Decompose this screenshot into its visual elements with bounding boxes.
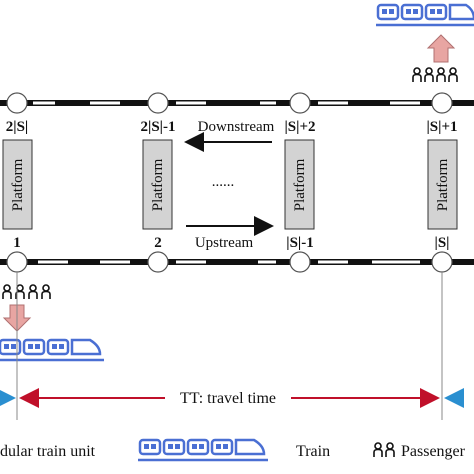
train-icon-bottom xyxy=(0,338,104,362)
station-label-bottom-4: |S| xyxy=(435,235,450,251)
legend-train-label: Train xyxy=(296,443,330,460)
train-icon-top xyxy=(376,3,474,27)
station-label-bottom-3: |S|-1 xyxy=(286,235,313,251)
station-node-bottom-4 xyxy=(431,251,453,273)
passenger-group-top xyxy=(412,67,458,83)
legend-passenger-icon xyxy=(373,442,395,458)
station-label-bottom-2: 2 xyxy=(154,235,162,251)
board-arrow-icon xyxy=(426,34,456,63)
station-label-top-2: 2|S|-1 xyxy=(141,119,176,135)
platform-label: Platform xyxy=(435,158,451,211)
station-node-bottom-2 xyxy=(147,251,169,273)
platform-label: Platform xyxy=(150,158,166,211)
upstream-label: Upstream xyxy=(195,235,254,251)
platform-4: Platform xyxy=(427,139,458,230)
platform-3: Platform xyxy=(284,139,315,230)
passenger-group-bottom xyxy=(2,284,51,300)
platform-label: Platform xyxy=(10,158,26,211)
legend-train-icon xyxy=(138,438,268,462)
station-label-top-4: |S|+1 xyxy=(427,119,458,135)
station-node-top-3 xyxy=(289,92,311,114)
station-label-bottom-1: 1 xyxy=(13,235,21,251)
travel-time-label: TT: travel time xyxy=(180,390,276,407)
downstream-label: Downstream xyxy=(198,119,275,135)
legend-module-label: dular train unit xyxy=(0,443,96,460)
station-node-top-4 xyxy=(431,92,453,114)
station-node-bottom-3 xyxy=(289,251,311,273)
bottom-track xyxy=(0,259,474,265)
platform-label: Platform xyxy=(292,158,308,211)
station-node-top-1 xyxy=(6,92,28,114)
platform-2: Platform xyxy=(142,139,173,230)
station-node-top-2 xyxy=(147,92,169,114)
platform-1: Platform xyxy=(2,139,33,230)
ellipsis: ...... xyxy=(212,174,235,190)
top-track xyxy=(0,100,474,106)
station-label-top-3: |S|+2 xyxy=(285,119,316,135)
legend-passenger-label: Passenger xyxy=(401,443,466,460)
station-label-top-1: 2|S| xyxy=(6,119,28,135)
station-node-bottom-1 xyxy=(6,251,28,273)
